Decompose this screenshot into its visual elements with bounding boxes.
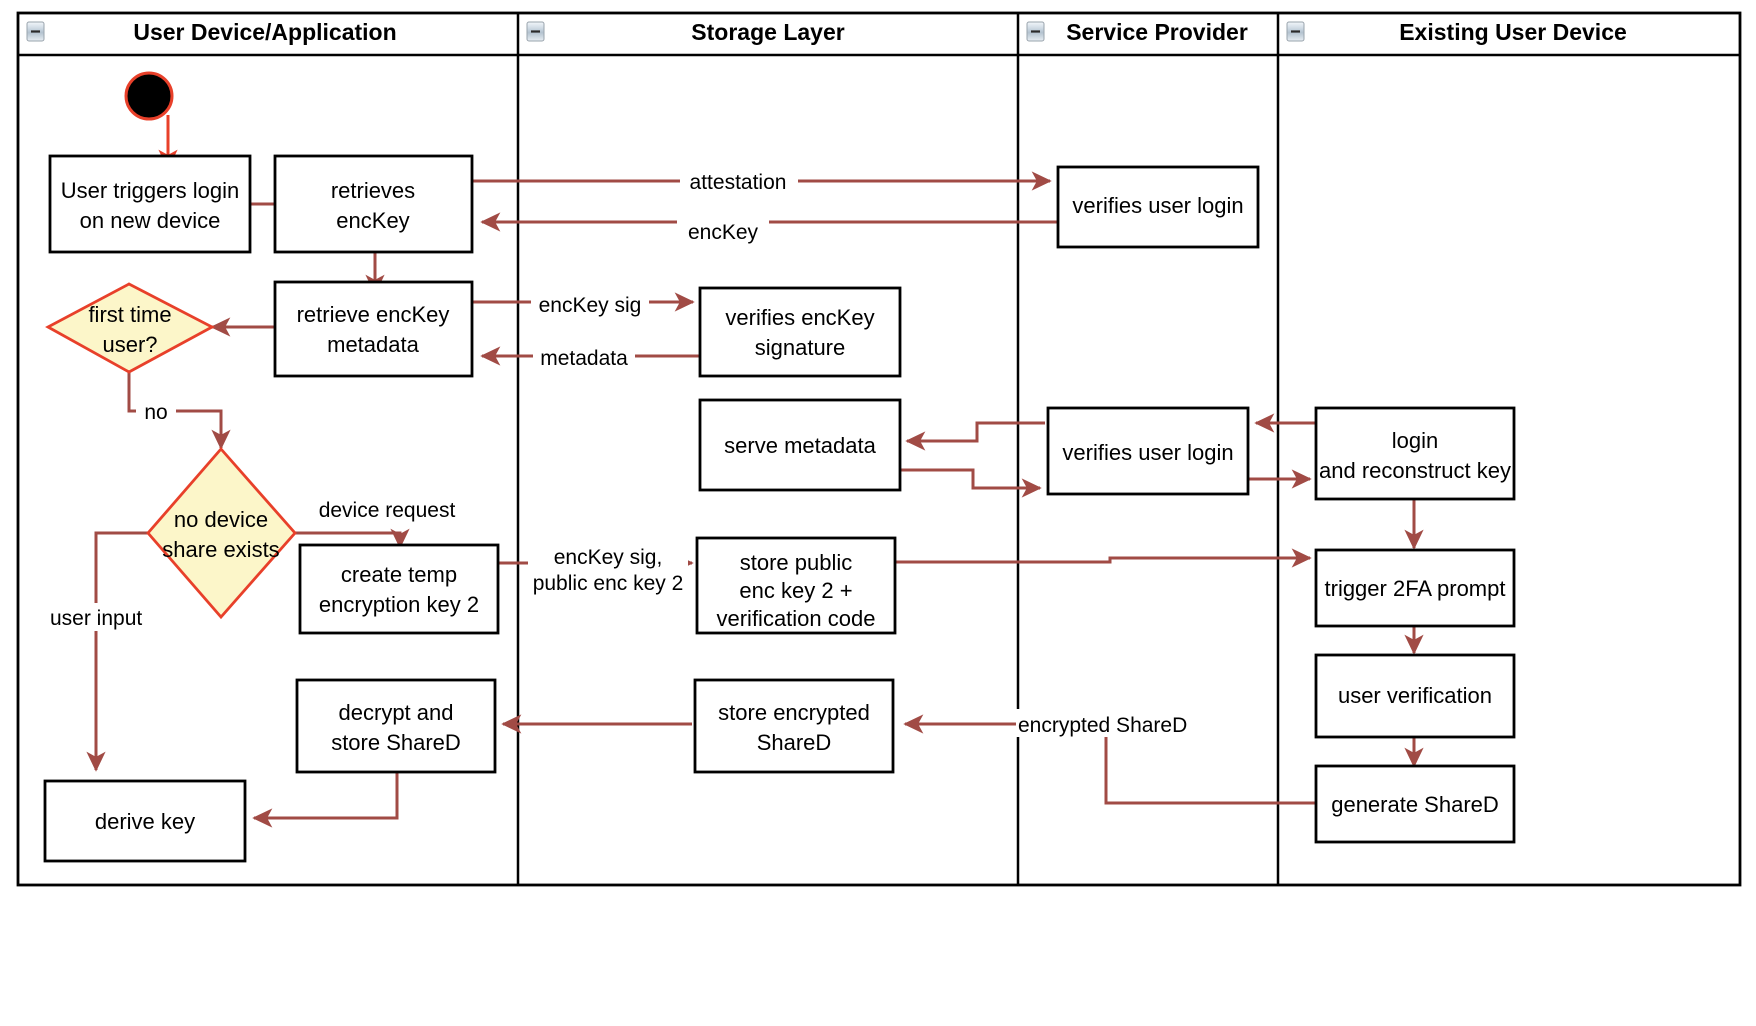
label-bg [47,603,155,631]
activity-label-line-2: encryption key 2 [319,592,479,617]
edge-label-encrypted-shared: encrypted ShareD [1018,714,1187,737]
activity-decrypt-and-store-shared[interactable]: decrypt and store ShareD [295,678,497,774]
label-bg [680,166,798,194]
label-bg [1016,709,1186,737]
activity-label: trigger 2FA prompt [1325,576,1506,601]
minus-icon[interactable] [1286,21,1305,42]
activity-verifies-user-login-2[interactable]: verifies user login [1046,406,1250,496]
activity-label-line-2: metadata [327,332,419,357]
flow-user-input [86,531,148,772]
lane-title-service-provider: Service Provider [1066,19,1248,45]
flow-store-public-to-2fa [895,548,1312,568]
activity-retrieves-enckey[interactable]: retrieves encKey [273,154,474,254]
activity-label-line-1: create temp [341,562,457,587]
edge-label-no: no [144,401,167,424]
activity-label-line-2: encKey [336,208,409,233]
lane-header-service-provider[interactable]: Service Provider [1026,19,1248,45]
activity-serve-metadata[interactable]: serve metadata [698,398,902,492]
label-bg [528,541,688,597]
activity-label-line-1: login [1392,428,1438,453]
activity-store-encrypted-shared[interactable]: store encrypted ShareD [693,678,895,774]
activity-store-public-enc-key-2[interactable]: store public enc key 2 + verification co… [695,536,897,635]
lane-header-user-device[interactable]: User Device/Application [26,19,397,45]
activity-label-line-2: ShareD [757,730,832,755]
lane-header-storage[interactable]: Storage Layer [526,19,845,45]
label-bg [312,494,462,522]
label-bg [136,396,176,424]
activity-label-line-3: verification code [717,606,876,631]
decision-label-line-1: no device [174,507,268,532]
activity-verifies-enckey-signature[interactable]: verifies encKey signature [698,286,902,378]
activity-label: serve metadata [724,433,876,458]
activity-label: verifies user login [1072,193,1243,218]
edge-label-enckey: encKey [688,221,759,244]
activity-label: generate ShareD [1331,792,1499,817]
activity-derive-key[interactable]: derive key [43,779,247,863]
activity-label-line-2: on new device [80,208,221,233]
flow-decrypt-to-derive [252,772,399,828]
edge-label-enckey-sig: encKey sig [539,294,642,317]
activity-label-line-1: decrypt and [339,700,454,725]
activity-create-temp-encryption-key-2[interactable]: create temp encryption key 2 [298,543,500,635]
activity-label-line-1: User triggers login [61,178,240,203]
activity-label-line-2: store ShareD [331,730,461,755]
activity-user-triggers-login[interactable]: User triggers login on new device [48,154,252,254]
activity-retrieve-enckey-metadata[interactable]: retrieve encKey metadata [273,280,474,378]
flow-sp-to-serve-metadata [905,421,1045,451]
edge-label-user-input: user input [50,607,142,630]
minus-icon[interactable] [26,21,45,42]
decision-label-line-2: user? [102,332,157,357]
flow-serve-metadata-to-sp [900,468,1042,498]
edge-label-enckeysig2-line-1: encKey sig, [554,546,663,569]
label-bg [533,341,635,369]
activity-login-and-reconstruct-key[interactable]: login and reconstruct key [1314,406,1516,501]
edge-labels: attestation encKey encKey sig metadata n… [47,166,1187,737]
decision-no-device-share-exists[interactable]: no device share exists [146,446,297,620]
activity-label-line-1: verifies encKey [725,305,874,330]
activity-label: user verification [1338,683,1492,708]
lane-header-existing-device[interactable]: Existing User Device [1286,19,1627,45]
activity-generate-shared[interactable]: generate ShareD [1314,764,1516,844]
activity-label-line-2: and reconstruct key [1319,458,1511,483]
flow-encrypted-shared [903,714,1316,805]
minus-icon[interactable] [526,21,545,42]
lane-title-existing-device: Existing User Device [1399,19,1627,45]
decision-first-time-user[interactable]: first time user? [45,282,215,374]
edge-label-device-request: device request [319,499,456,522]
decision-label-line-1: first time [88,302,171,327]
label-bg [531,289,649,317]
label-bg [677,207,769,235]
edge-label-enckeysig2-line-2: public enc key 2 [533,572,684,595]
lane-title-user-device: User Device/Application [133,19,396,45]
activity-label-line-1: store encrypted [718,700,870,725]
minus-icon[interactable] [1026,21,1045,42]
activity-label-line-2: signature [755,335,846,360]
decision-label-line-2: share exists [162,537,279,562]
activity-label: derive key [95,809,195,834]
activity-label: verifies user login [1062,440,1233,465]
edge-label-attestation: attestation [690,171,787,194]
activity-trigger-2fa-prompt[interactable]: trigger 2FA prompt [1314,548,1516,628]
activity-label-line-1: store public [740,550,853,575]
edge-label-metadata: metadata [540,347,628,370]
activity-label-line-2: enc key 2 + [739,578,852,603]
initial-node[interactable] [124,71,174,121]
activity-user-verification[interactable]: user verification [1314,653,1516,739]
activity-label-line-1: retrieve encKey [297,302,450,327]
flow-device-request [295,528,410,549]
activity-label-line-1: retrieves [331,178,415,203]
activity-verifies-user-login-1[interactable]: verifies user login [1056,165,1260,249]
lane-title-storage: Storage Layer [691,19,844,45]
